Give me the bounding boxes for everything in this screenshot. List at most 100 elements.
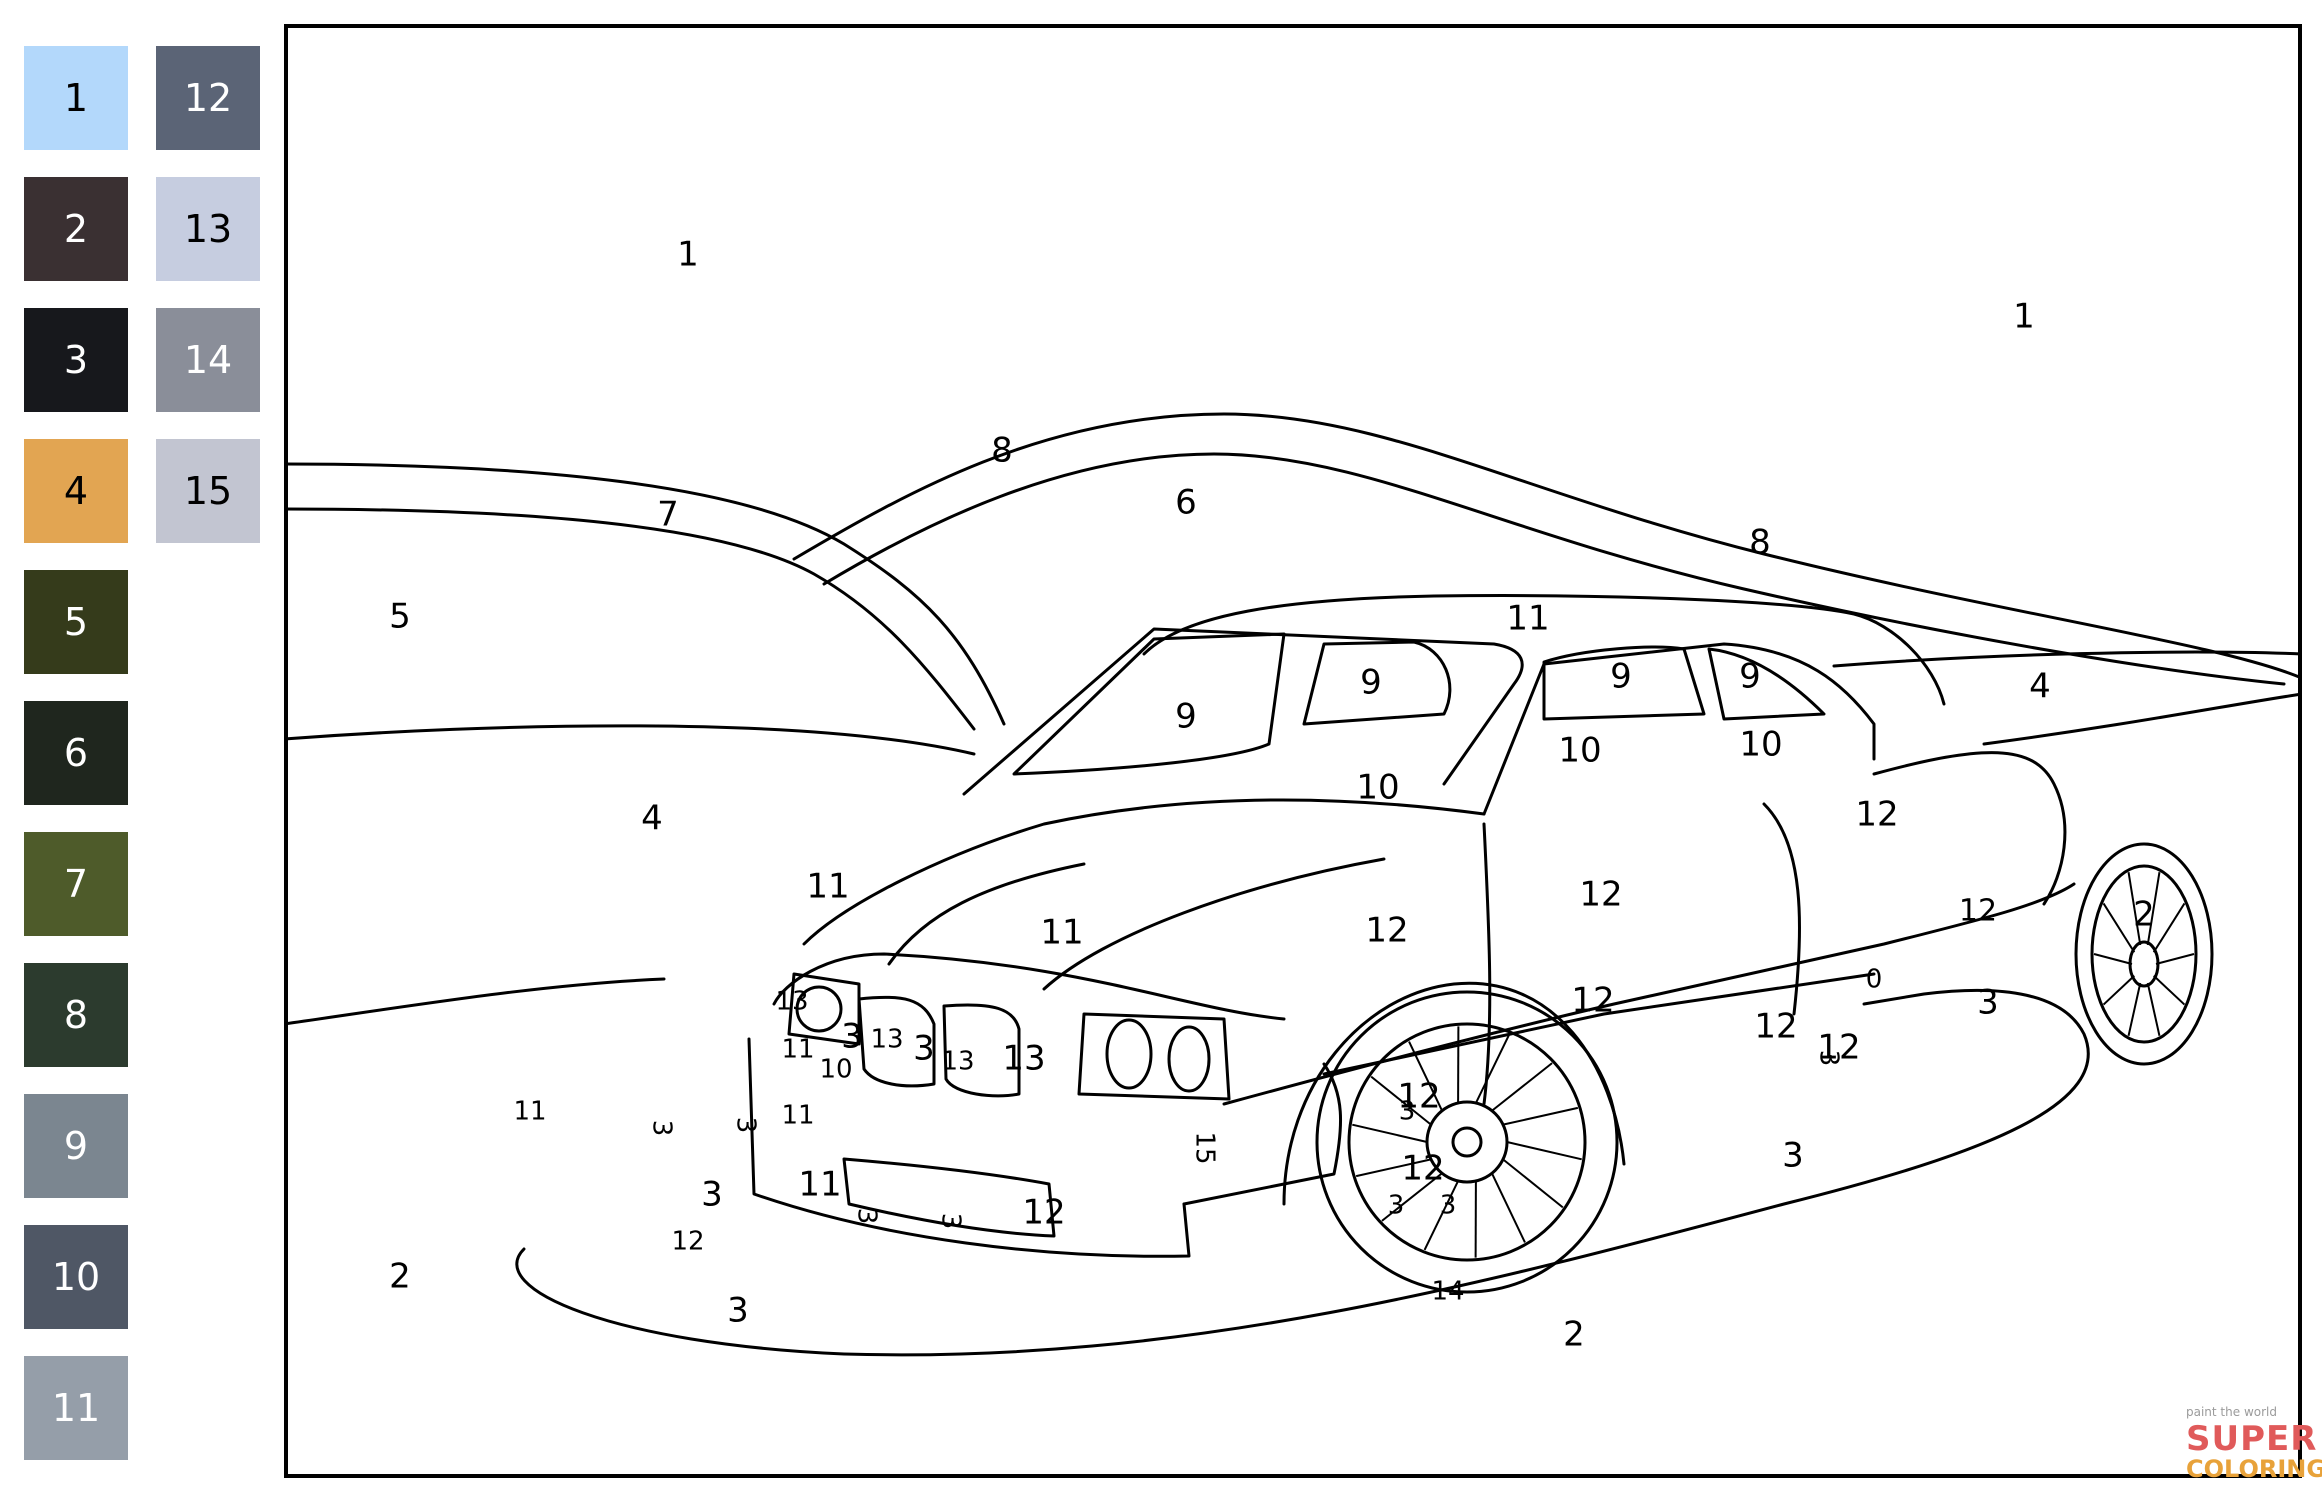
region-number-8: 8 <box>1749 523 1771 563</box>
grille-right <box>942 1003 1021 1098</box>
region-number-11: 11 <box>798 1165 841 1205</box>
front-wheel-spoke <box>1506 1141 1582 1161</box>
palette-swatch-13[interactable]: 13 <box>156 177 260 281</box>
region-number-10: 10 <box>1558 731 1601 771</box>
sill <box>1322 972 1876 1076</box>
region-number-11: 11 <box>781 1101 814 1131</box>
region-number-13: 13 <box>1002 1039 1045 1079</box>
rear-wheel-spoke <box>2127 872 2142 946</box>
region-number-15: 15 <box>1190 1131 1220 1164</box>
palette-swatch-3[interactable]: 3 <box>24 308 128 412</box>
region-number-12: 12 <box>1365 911 1408 951</box>
region-number-5: 5 <box>389 597 411 637</box>
field-line-left <box>284 724 976 756</box>
region-number-3: 3 <box>1782 1136 1804 1176</box>
palette-swatch-10[interactable]: 10 <box>24 1225 128 1329</box>
region-number-13: 13 <box>941 1047 974 1077</box>
region-number-3: 3 <box>913 1029 935 1069</box>
front-side-window <box>1302 640 1452 726</box>
region-number-12: 12 <box>1817 1028 1860 1068</box>
quarter-window <box>1707 647 1826 721</box>
palette-swatch-12[interactable]: 12 <box>156 46 260 150</box>
region-number-12: 12 <box>1401 1149 1444 1189</box>
region-number-9: 9 <box>1360 663 1382 703</box>
palette-swatch-14[interactable]: 14 <box>156 308 260 412</box>
canvas-frame <box>284 24 2302 1478</box>
road-line-left <box>284 977 666 1026</box>
rear-wheel-spoke <box>2152 902 2186 953</box>
front-wheel-spoke <box>1381 1172 1443 1222</box>
region-number-14: 14 <box>1431 1277 1464 1307</box>
hill-band-left-inner <box>284 507 976 731</box>
palette-swatch-5[interactable]: 5 <box>24 570 128 674</box>
region-number-3: 3 <box>1399 1097 1416 1127</box>
front-wheel-rim <box>1347 1022 1587 1262</box>
logo-line2: COLORING <box>2186 1455 2322 1483</box>
region-number-3: 3 <box>1388 1191 1405 1221</box>
headlight-right-lens-2 <box>1167 1025 1211 1093</box>
region-number-9: 9 <box>1610 657 1632 697</box>
front-wheel-spoke <box>1355 1158 1432 1178</box>
front-wheel-tire <box>1315 990 1619 1294</box>
front-wheel-spoke <box>1475 1033 1511 1104</box>
rear-wheel-spoke <box>2153 975 2186 1006</box>
palette-swatch-15[interactable]: 15 <box>156 439 260 543</box>
palette-swatch-2[interactable]: 2 <box>24 177 128 281</box>
front-wheel-spoke <box>1491 1172 1526 1243</box>
region-number-12: 12 <box>1855 795 1898 835</box>
palette-swatch-1[interactable]: 1 <box>24 46 128 150</box>
rear-wheel-spoke <box>2102 975 2135 1006</box>
region-number-2: 2 <box>389 1257 411 1297</box>
palette-swatch-8[interactable]: 8 <box>24 963 128 1067</box>
region-number-12: 12 <box>1754 1007 1797 1047</box>
super-coloring-logo: paint the world SUPER COLORING <box>2186 1405 2322 1485</box>
hood-crease-2 <box>1042 857 1386 991</box>
region-number-12: 12 <box>1022 1193 1065 1233</box>
side-body <box>1222 882 2076 1106</box>
front-wheel-spoke <box>1352 1123 1428 1143</box>
hood-crease <box>887 862 1086 966</box>
front-wheel-spoke <box>1408 1041 1443 1112</box>
car-roof <box>1142 594 1946 706</box>
region-number-10: 10 <box>819 1055 852 1085</box>
rear-wheel-spoke <box>2093 953 2133 965</box>
front-wheel-spoke <box>1370 1075 1432 1126</box>
region-number-1: 1 <box>2013 297 2035 337</box>
region-number-1: 1 <box>677 235 699 275</box>
region-number-2: 2 <box>1563 1315 1585 1355</box>
region-number-8: 8 <box>991 431 1013 471</box>
logo-tagline: paint the world <box>2186 1405 2277 1419</box>
hood <box>802 798 1486 946</box>
front-wheel-center <box>1451 1126 1483 1158</box>
headlight-right <box>1077 1012 1231 1101</box>
rear-quarter <box>1872 751 2067 906</box>
region-number-3: 3 <box>701 1175 723 1215</box>
region-number-3: 3 <box>852 1208 882 1225</box>
cabin-rear <box>1482 642 1876 816</box>
region-number-3: 3 <box>731 1117 761 1134</box>
palette-swatch-6[interactable]: 6 <box>24 701 128 805</box>
region-number-10: 10 <box>1739 725 1782 765</box>
rear-wheel-spoke <box>2127 982 2142 1037</box>
region-number-3: 3 <box>1977 983 1999 1023</box>
hill-band-left <box>284 462 1006 726</box>
palette-swatch-11[interactable]: 11 <box>24 1356 128 1460</box>
region-number-11: 11 <box>1040 913 1083 953</box>
car-shadow <box>515 988 2090 1357</box>
region-number-13: 13 <box>870 1025 903 1055</box>
palette-swatch-4[interactable]: 4 <box>24 439 128 543</box>
region-number-12: 12 <box>671 1227 704 1257</box>
door-line-1 <box>1482 822 1492 1106</box>
palette-swatch-9[interactable]: 9 <box>24 1094 128 1198</box>
rear-wheel-spoke <box>2146 872 2161 946</box>
palette-swatch-7[interactable]: 7 <box>24 832 128 936</box>
region-number-3: 3 <box>1440 1191 1457 1221</box>
region-number-9: 9 <box>1739 657 1761 697</box>
region-number-11: 11 <box>781 1035 814 1065</box>
region-number-4: 4 <box>2029 667 2051 707</box>
lower-intake <box>842 1157 1056 1238</box>
door-line-2 <box>1762 802 1802 1016</box>
fender-front <box>1182 1062 1342 1206</box>
